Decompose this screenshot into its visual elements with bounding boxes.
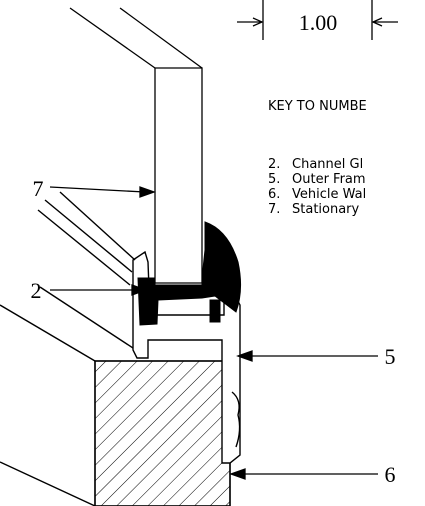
key-item-label: Channel Gl <box>292 157 363 172</box>
key-item-label: Stationary <box>292 202 360 217</box>
stationary-glass-panel <box>69 7 203 284</box>
callout-2: 2 <box>31 278 42 303</box>
key-item-label: Vehicle Wal <box>292 187 366 202</box>
key-item-number: 6. <box>268 187 280 202</box>
callout-leaders <box>49 186 378 480</box>
dimension-value: 1.00 <box>299 10 338 35</box>
key-item-label: Outer Fram <box>292 172 366 187</box>
key-item-number: 2. <box>268 157 280 172</box>
key-item-number: 7. <box>268 202 280 217</box>
key-item-number: 5. <box>268 172 280 187</box>
key-heading: KEY TO NUMBE <box>268 99 367 114</box>
callout-5: 5 <box>385 344 396 369</box>
key-legend: KEY TO NUMBE 2. Channel Gl 5. Outer Fram… <box>268 99 367 217</box>
callout-6: 6 <box>385 462 396 487</box>
dimension-indicator <box>237 0 398 40</box>
vehicle-wall <box>0 286 231 506</box>
callout-7: 7 <box>33 176 44 201</box>
channel-glazing <box>137 221 242 326</box>
